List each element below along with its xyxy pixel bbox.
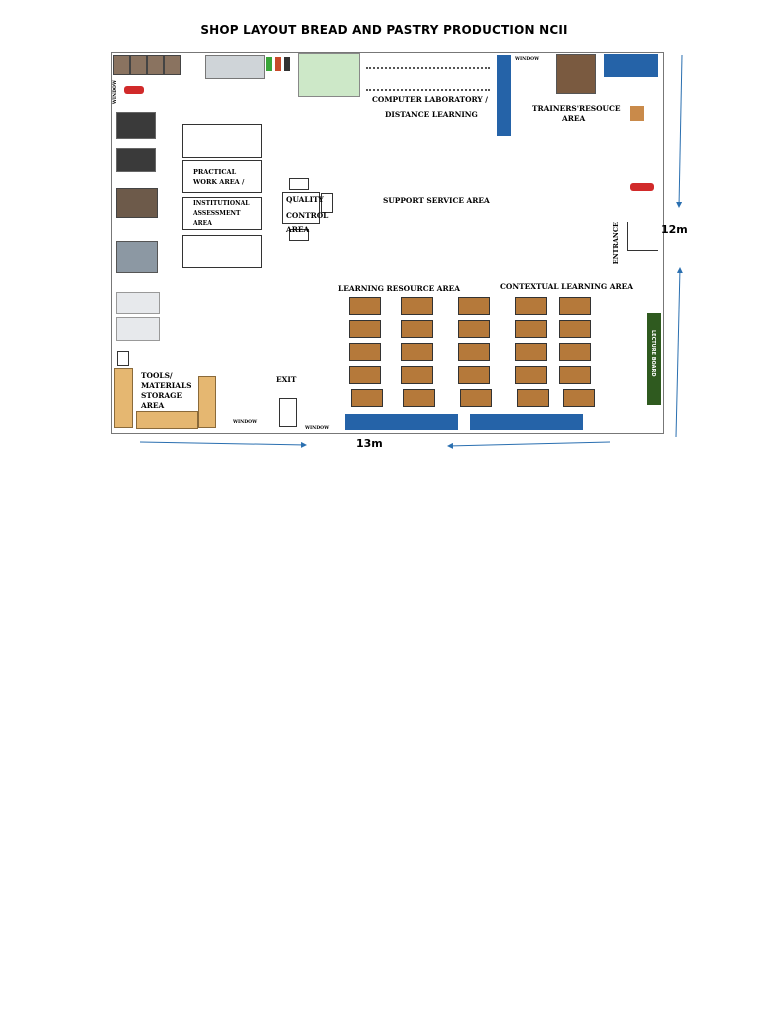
- tools-label-4: AREA: [141, 401, 165, 410]
- computer-lab-label-2: DISTANCE LEARNING: [385, 110, 478, 119]
- assessment-label-1: INSTITUTIONAL: [193, 200, 250, 207]
- width-arrow-right: [447, 441, 611, 449]
- trainers-label-1: TRAINERS'RESOUCE: [532, 104, 621, 113]
- tools-label-1: TOOLS/: [141, 371, 173, 380]
- window-label-top: WINDOW: [515, 57, 540, 62]
- dough-sheeter-icon: [116, 241, 158, 273]
- quality-label-1: QUALITY: [286, 195, 324, 204]
- contextual-learning-label: CONTEXTUAL LEARNING AREA: [500, 282, 633, 291]
- trainer-board: [604, 54, 658, 77]
- width-dimension: 13m: [356, 437, 383, 450]
- trainers-label-2: AREA: [562, 114, 586, 123]
- fire-extinguisher-icon: [124, 86, 144, 94]
- entrance-door-icon: [627, 222, 658, 251]
- work-table-4: [182, 235, 262, 268]
- fire-extinguisher-icon-2: [630, 183, 654, 191]
- computer-lab-label-1: COMPUTER LABORATORY /: [372, 95, 488, 104]
- window-label-bottom-left: WINDOW: [233, 420, 258, 425]
- desk-row-1: [345, 297, 595, 315]
- exit-door-icon: [279, 398, 297, 427]
- shelf-left: [114, 368, 133, 428]
- exit-label: EXIT: [276, 375, 297, 384]
- cleaning-supplies-icon: [266, 57, 298, 72]
- chiller-icon: [116, 292, 160, 314]
- quality-label-2: CONTROL: [286, 211, 329, 220]
- tools-label-2: MATERIALS: [141, 381, 192, 390]
- work-table-2: [182, 160, 262, 193]
- freezer-icon: [116, 317, 160, 341]
- whiteboard-1: [345, 414, 458, 430]
- tools-label-3: STORAGE: [141, 391, 183, 400]
- width-arrow-left: [139, 441, 307, 448]
- switch-icon: [117, 351, 129, 366]
- assessment-label-3: AREA: [193, 220, 212, 227]
- whiteboard-2: [470, 414, 583, 430]
- mixer-icon-2: [116, 148, 156, 172]
- lecture-board: [647, 313, 661, 405]
- computer-monitors-icon: [366, 55, 492, 93]
- qc-chair-top: [289, 178, 309, 190]
- sink-icon: [205, 55, 265, 79]
- qc-chair-side: [321, 193, 333, 213]
- desk-row-5: [345, 389, 595, 407]
- desk-row-3: [345, 343, 595, 361]
- shelf-bottom: [136, 411, 198, 429]
- qc-table: [282, 192, 320, 224]
- depth-dimension: 12m: [661, 223, 688, 236]
- deck-oven-icon: [116, 188, 158, 218]
- page-title: SHOP LAYOUT BREAD AND PASTRY PRODUCTION …: [200, 23, 568, 37]
- assessment-label-2: ASSESSMENT: [193, 210, 241, 217]
- practical-label-2: WORK AREA /: [193, 178, 245, 186]
- depth-arrow-top: [676, 54, 683, 208]
- trainer-chair-icon: [630, 106, 644, 121]
- work-table-1: [182, 124, 262, 158]
- learning-resource-label: LEARNING RESOURCE AREA: [338, 284, 461, 293]
- depth-arrow-bottom: [675, 267, 683, 438]
- divider-board: [497, 55, 511, 136]
- shelf-right: [198, 376, 216, 428]
- mixer-icon: [116, 112, 156, 139]
- lecture-board-label: LECTURE BOARD: [650, 330, 656, 377]
- window-label-bottom-right: WINDOW: [305, 426, 330, 431]
- practical-label-1: PRACTICAL: [193, 168, 237, 176]
- desk-grid: [345, 297, 595, 407]
- desk-row-2: [345, 320, 595, 338]
- trainer-desk-icon: [556, 54, 596, 94]
- support-service-label: SUPPORT SERVICE AREA: [383, 196, 490, 205]
- oven-row-icon: [113, 55, 183, 75]
- work-table-3: [182, 197, 262, 230]
- restroom-icon: [298, 53, 360, 97]
- desk-row-4: [345, 366, 595, 384]
- qc-chair-bottom: [289, 229, 309, 241]
- quality-label-3: AREA: [286, 225, 310, 234]
